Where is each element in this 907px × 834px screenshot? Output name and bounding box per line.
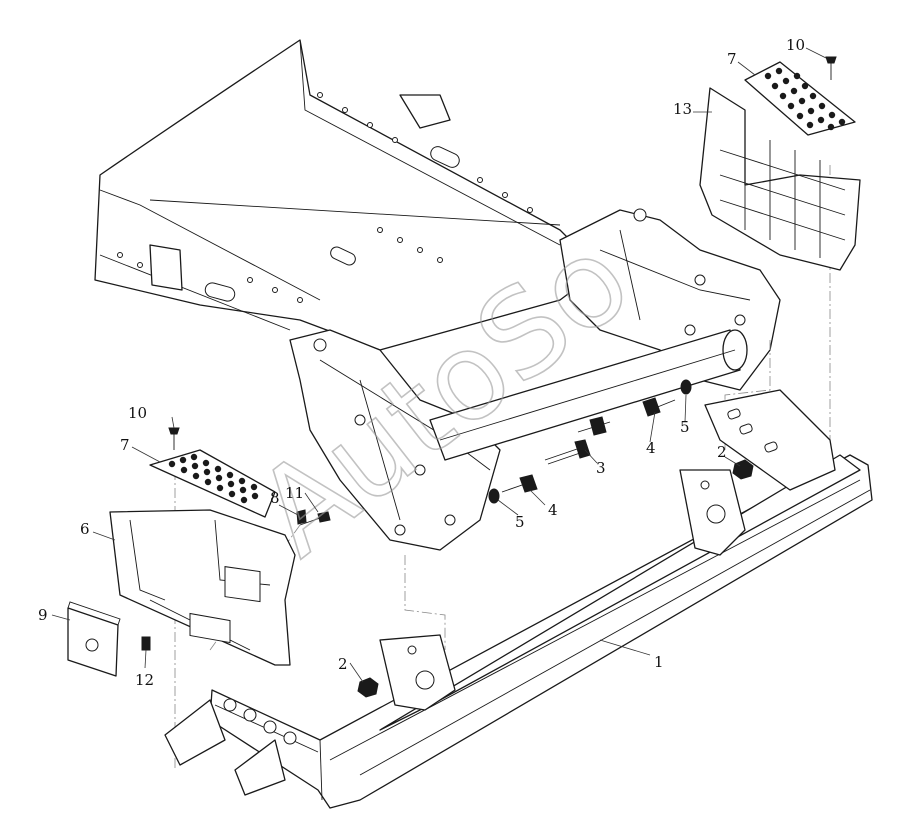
clip-8	[296, 509, 307, 525]
callout-7-left: 7	[120, 436, 130, 454]
callouts: 1 2 2 3 4 4 5 5 6 7 7 8 9 10 10 11 12 13	[38, 36, 805, 689]
chassis-frame	[94, 39, 601, 351]
callout-11: 11	[285, 484, 304, 502]
leader-lines	[51, 47, 827, 683]
screw-10-right	[825, 56, 837, 80]
callout-6: 6	[80, 520, 90, 538]
bolt-4-lower	[501, 474, 538, 493]
step-plate-7-left	[149, 449, 276, 518]
callout-13: 13	[673, 100, 692, 118]
callout-4-upper: 4	[646, 439, 656, 457]
mounting-bracket-right	[679, 469, 746, 556]
nut-2-right	[732, 459, 754, 480]
washer-5-upper	[680, 379, 692, 395]
step-housing-13	[699, 87, 861, 271]
callout-3: 3	[596, 459, 606, 477]
callout-10-right: 10	[786, 36, 805, 54]
cover-plate-9	[67, 601, 121, 677]
callout-2-right: 2	[717, 443, 727, 461]
callout-12: 12	[135, 671, 154, 689]
bolt-4-upper	[642, 397, 676, 417]
step-housing-6	[109, 509, 296, 666]
suspension-bracket-left	[289, 329, 501, 551]
bolt-3	[544, 416, 611, 465]
callout-5-upper: 5	[680, 418, 690, 436]
bolt-11	[299, 511, 331, 526]
screw-10-left	[168, 427, 180, 450]
callout-9: 9	[38, 606, 48, 624]
callout-10-left: 10	[128, 404, 147, 422]
callout-5-lower: 5	[515, 513, 525, 531]
washer-5-lower	[488, 488, 500, 504]
callout-7-right: 7	[727, 50, 737, 68]
nut-2-left	[357, 677, 379, 698]
callout-4-lower: 4	[548, 501, 558, 519]
step-plate-7-right	[744, 61, 856, 136]
crossmember-tube	[429, 329, 748, 461]
callout-2-left: 2	[338, 655, 348, 673]
callout-8: 8	[270, 489, 280, 507]
clip-12	[141, 636, 151, 651]
mounting-bracket-left	[379, 634, 456, 711]
callout-1: 1	[654, 653, 664, 671]
end-bracket-right	[704, 389, 836, 491]
